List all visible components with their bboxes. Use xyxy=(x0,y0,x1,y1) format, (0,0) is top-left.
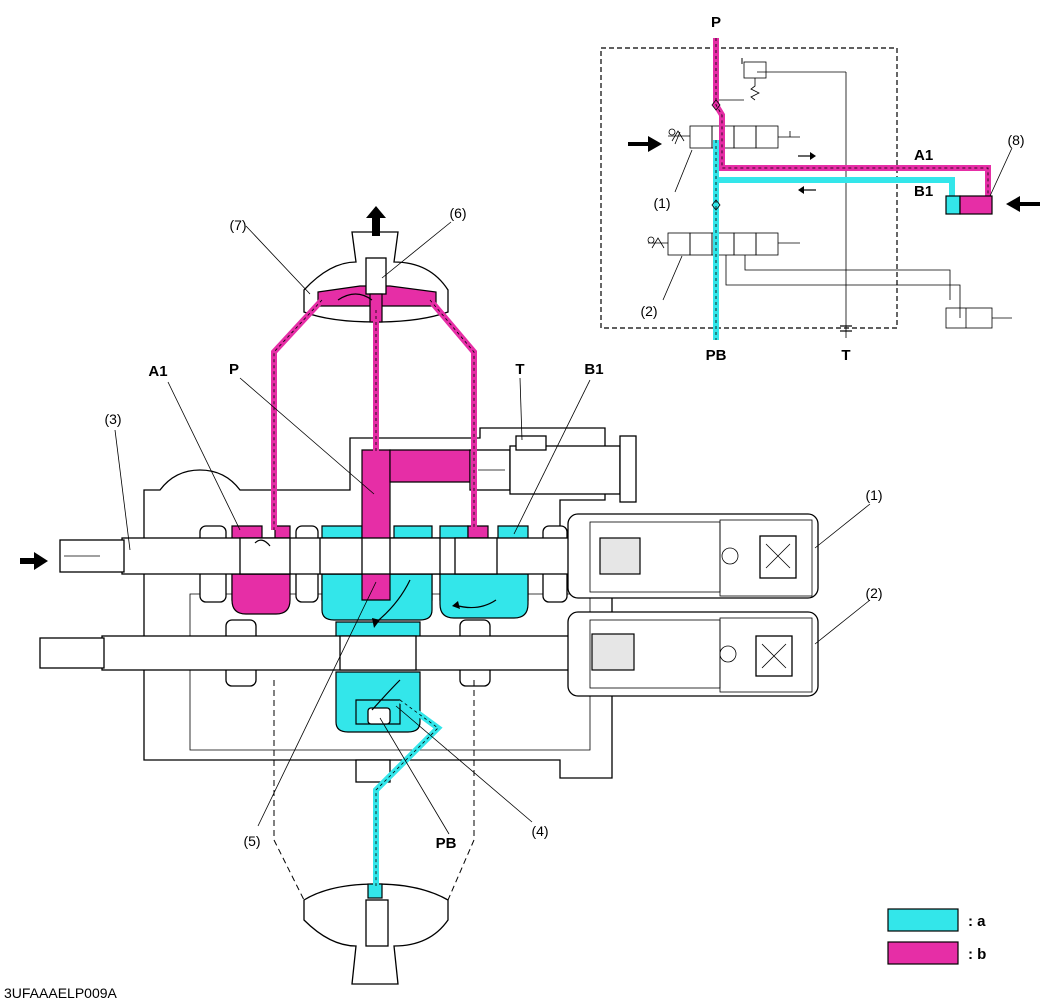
label-1: (1) xyxy=(865,487,882,503)
channel-P xyxy=(361,449,391,601)
label-B1: B1 xyxy=(584,361,603,378)
label-5: (5) xyxy=(243,833,260,849)
spool-2-spring-cartridge xyxy=(567,611,819,697)
label-7: (7) xyxy=(229,217,246,233)
upper-port-block xyxy=(303,231,449,323)
spool-input-arrow-icon xyxy=(20,552,48,570)
input-arrow-icon xyxy=(628,136,662,152)
load-arrow-icon xyxy=(1006,196,1040,212)
label-2: (2) xyxy=(865,585,882,601)
legend-swatch-a xyxy=(887,908,959,932)
label-4: (4) xyxy=(531,823,548,839)
callouts: A1 P T B1 PB (3) (7) (6) (1) (2) (5) (4) xyxy=(104,205,882,852)
line-A1 xyxy=(271,297,325,530)
lower-port-block xyxy=(303,883,449,985)
schematic-label-B1: B1 xyxy=(914,183,933,200)
valve-body-cross-section xyxy=(20,206,819,985)
schematic-label-8: (8) xyxy=(1007,132,1024,148)
spool-2-clevis xyxy=(39,637,105,669)
legend-swatch-b xyxy=(887,941,959,965)
label-A1: A1 xyxy=(148,363,167,380)
schematic-boundary xyxy=(600,47,898,329)
label-6: (6) xyxy=(449,205,466,221)
label-P: P xyxy=(229,361,239,378)
label-3: (3) xyxy=(104,411,121,427)
figure-code: 3UFAAAELP009A xyxy=(4,985,118,1001)
legend-label-b: : b xyxy=(968,946,986,963)
schematic-label-2: (2) xyxy=(640,303,657,319)
outflow-arrow-icon xyxy=(366,206,386,236)
cylinder-8-b-chamber xyxy=(959,195,993,215)
label-T: T xyxy=(515,361,524,378)
circuit-schematic: P PB T A1 B1 (1) (2) (8) xyxy=(600,14,1040,364)
relief-valve xyxy=(469,435,637,503)
schematic-label-A1: A1 xyxy=(914,147,933,164)
schematic-label-1: (1) xyxy=(653,195,670,211)
schematic-label-PB: PB xyxy=(706,347,727,364)
spool-1-spring-cartridge xyxy=(567,513,819,599)
spool-valve-1-symbol xyxy=(668,125,800,149)
legend-label-a: : a xyxy=(968,913,986,930)
cylinder-2-symbol xyxy=(945,307,993,329)
schematic-label-P: P xyxy=(711,14,721,31)
label-PB: PB xyxy=(436,835,457,852)
cylinder-8-a-chamber xyxy=(945,195,961,215)
legend: : a : b xyxy=(887,908,986,965)
schematic-label-T: T xyxy=(841,347,850,364)
spool-valve-2-symbol xyxy=(647,232,800,256)
relief-valve-symbol xyxy=(743,61,767,79)
